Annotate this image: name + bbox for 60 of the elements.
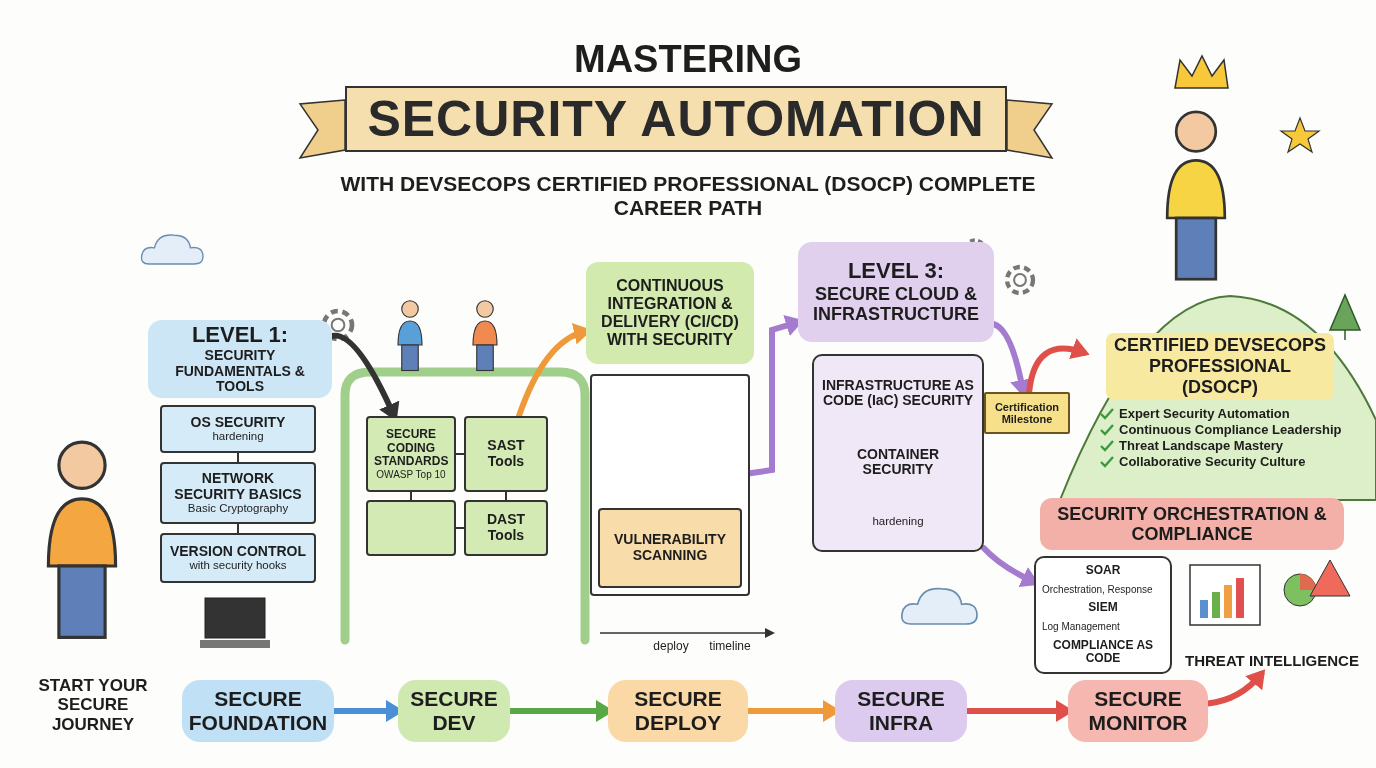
caption-text: THREAT INTELLIGENCE — [1178, 648, 1366, 674]
card-note: OWASP Top 10 — [375, 468, 447, 480]
tool-panel — [590, 374, 750, 596]
card-note: hardening — [871, 515, 925, 529]
axis-label: deploy — [652, 640, 690, 654]
card-note: Log Management — [1042, 621, 1121, 633]
card-note: Basic Cryptography — [186, 502, 290, 516]
connector-line — [455, 453, 465, 455]
topic-card: VULNERABILITY SCANNING — [598, 508, 742, 588]
topic-card: DAST Tools — [464, 500, 548, 556]
stage-label: SECURE DEV — [398, 680, 510, 742]
level-heading — [798, 242, 994, 342]
level-number: LEVEL 3: — [846, 259, 946, 285]
topic-card — [160, 462, 316, 524]
journey-label: START YOUR SECURE JOURNEY — [18, 668, 168, 742]
checklist-item: Continuous Compliance Leadership — [1119, 421, 1342, 439]
certification-title: CERTIFIED DEVSECOPS PROFESSIONAL (DSOCP) — [1106, 333, 1334, 400]
connector-line — [237, 452, 239, 463]
card-title: SIEM — [1087, 601, 1119, 615]
checklist-item: Collaborative Security Culture — [1119, 454, 1306, 471]
connector-line — [505, 491, 507, 501]
card-note: Orchestration, Response — [1042, 583, 1154, 596]
card-title: SECURE CODING STANDARDS — [374, 428, 448, 469]
content-panel — [812, 354, 984, 552]
card-note: hardening — [211, 430, 265, 444]
checklist-item: Threat Landscape Mastery — [1119, 438, 1283, 455]
card-title: NETWORK SECURITY BASICS — [173, 470, 303, 503]
section-heading: CONTINUOUS INTEGRATION & DELIVERY (CI/CD) WITH SECURITY — [586, 262, 754, 364]
card-title: CONTAINER SECURITY — [855, 446, 941, 479]
subtitle-text: WITH DEVSECOPS CERTIFIED PROFESSIONAL (DSOCP) COMPLETE CAREER PATH — [339, 172, 1037, 221]
stage-label: SECURE FOUNDATION — [182, 680, 334, 742]
section-title: SECURE CLOUD & INFRASTRUCTURE — [812, 284, 980, 325]
blank-card — [366, 500, 456, 556]
content-panel — [1034, 556, 1172, 674]
milestone-sign: Certification Milestone — [984, 392, 1070, 434]
connector-line — [410, 491, 412, 501]
level-number: LEVEL 1: — [190, 322, 290, 348]
level-title: SECURITY FUNDAMENTALS & TOOLS — [174, 347, 306, 396]
card-title: SOAR — [1084, 564, 1122, 578]
connector-line — [237, 523, 239, 534]
level-heading — [148, 320, 332, 398]
card-title: OS SECURITY — [189, 414, 287, 431]
card-note: with security hooks — [188, 559, 288, 573]
card-title: INFRASTRUCTURE AS CODE (IaC) SECURITY — [821, 377, 975, 410]
section-heading: SECURITY ORCHESTRATION & COMPLIANCE — [1040, 498, 1344, 550]
stage-label: SECURE MONITOR — [1068, 680, 1208, 742]
arrow — [1026, 338, 1090, 395]
topic-card: SAST Tools — [464, 416, 548, 492]
topic-card — [160, 533, 316, 583]
topic-card — [160, 405, 316, 453]
card-title: VERSION CONTROL — [168, 543, 308, 560]
topic-card — [366, 416, 456, 492]
connector-line — [455, 527, 465, 529]
title-text: MASTERING — [573, 38, 803, 82]
title-banner: SECURITY AUTOMATION — [345, 86, 1007, 152]
stage-label: SECURE DEPLOY — [608, 680, 748, 742]
stage-label: SECURE INFRA — [835, 680, 967, 742]
checklist-item: Expert Security Automation — [1119, 405, 1290, 422]
axis-label: timeline — [708, 640, 752, 654]
card-title: COMPLIANCE AS CODE — [1051, 638, 1155, 666]
